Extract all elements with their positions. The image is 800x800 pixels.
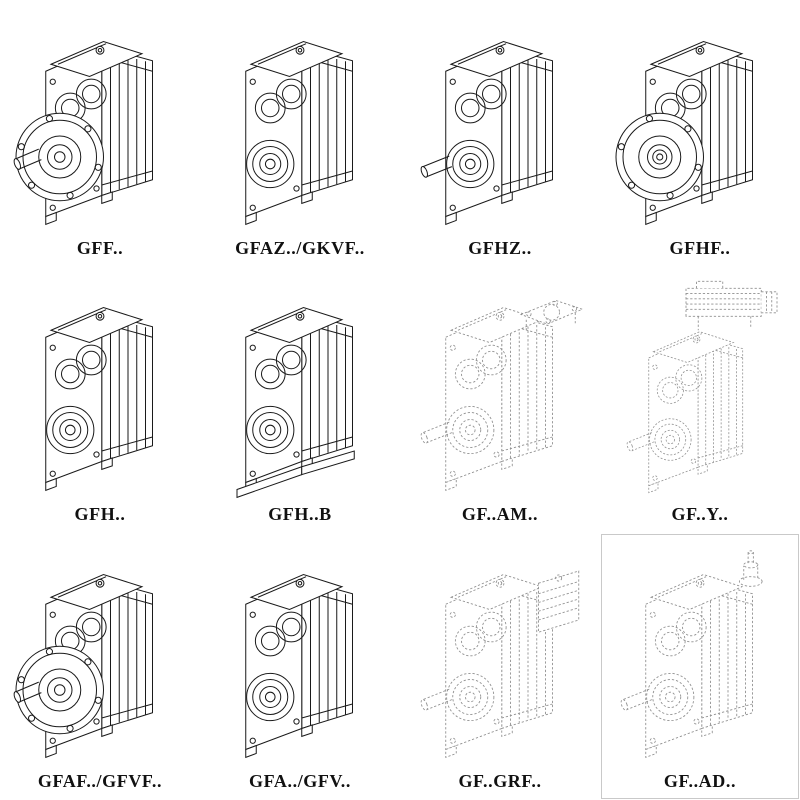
gearbox-flange-shaft-icon	[9, 10, 191, 234]
gearbox-hollow-icon	[9, 276, 191, 500]
gearbox-hollow-icon	[209, 543, 391, 767]
gearbox-motor-icon	[609, 276, 791, 500]
product-cell: GFAF../GFVF..	[0, 533, 200, 800]
gearbox-adapter-icon	[409, 276, 591, 500]
gearbox-hollow-base-icon	[209, 276, 391, 500]
product-cell: GF..AD..	[600, 533, 800, 800]
gearbox-flange-hollow-icon	[609, 10, 791, 234]
product-label: GF..GRF..	[458, 770, 542, 791]
gearbox-shaft-icon	[409, 10, 591, 234]
product-cell: GF..GRF..	[400, 533, 600, 800]
product-label: GFHF..	[669, 237, 731, 258]
product-label: GFAZ../GKVF..	[235, 237, 365, 258]
product-cell: GFHF..	[600, 0, 800, 267]
product-cell: GFHZ..	[400, 0, 600, 267]
product-cell: GF..AM..	[400, 267, 600, 534]
product-label: GF..AM..	[461, 504, 539, 525]
product-cell: GFAZ../GKVF..	[200, 0, 400, 267]
product-label: GFH..	[74, 504, 126, 525]
product-cell: GFA../GFV..	[200, 533, 400, 800]
product-cell: GF..Y..	[600, 267, 800, 534]
product-label: GFA../GFV..	[249, 770, 351, 791]
product-label: GFAF../GFVF..	[37, 770, 163, 791]
gearbox-grf-input-icon	[409, 543, 591, 767]
gearbox-hollow-icon	[209, 10, 391, 234]
product-label: GF..AD..	[663, 770, 737, 791]
product-cell: GFH..B	[200, 267, 400, 534]
product-label: GF..Y..	[671, 504, 729, 525]
gearbox-input-shaft-icon	[609, 543, 791, 767]
gearbox-flange-shaft-icon	[9, 543, 191, 767]
product-cell: GFF..	[0, 0, 200, 267]
product-cell: GFH..	[0, 267, 200, 534]
product-label: GFH..B	[268, 504, 332, 525]
product-label: GFHZ..	[468, 237, 532, 258]
product-label: GFF..	[76, 237, 124, 258]
